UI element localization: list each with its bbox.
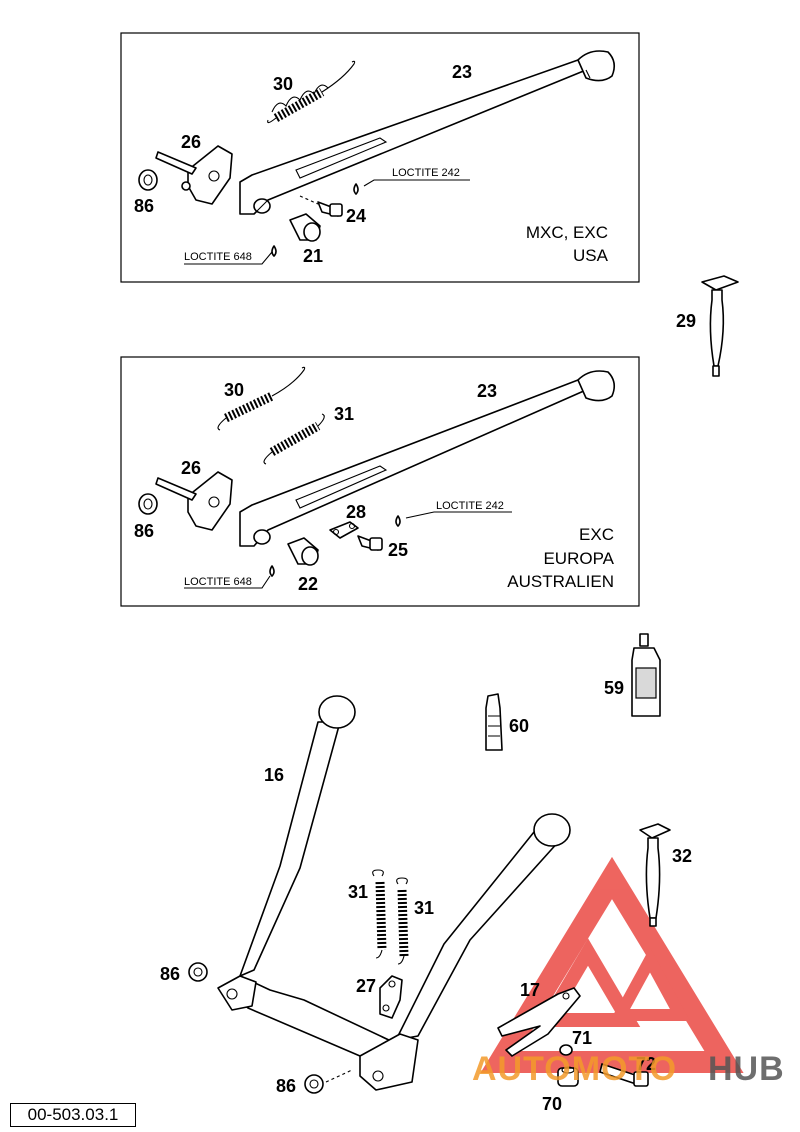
loctite-drop-upper-usa [353, 183, 359, 195]
bolt-72 [599, 1063, 649, 1087]
bracket-27 [379, 975, 403, 1019]
callout-86-stand-lower: 86 [276, 1076, 296, 1096]
spring-31-right-lower [396, 877, 409, 965]
callout-16: 16 [264, 765, 284, 785]
side-stand-23-usa [239, 50, 616, 215]
variant-line-2-usa: USA [573, 246, 609, 265]
callout-59: 59 [604, 678, 624, 698]
diagram-id-box: 00-503.03.1 [10, 1103, 136, 1127]
center-stand-16 [217, 695, 571, 1091]
watermark-logo [480, 856, 744, 1073]
loctite-label-lower-usa: LOCTITE 648 [184, 251, 252, 263]
watermark-part1: AUTOMOTO [472, 1050, 677, 1088]
loctite-label-upper-usa: LOCTITE 242 [392, 167, 460, 179]
bolt-25-europe [357, 535, 383, 551]
variant-line-1-europe: EXC [579, 525, 614, 544]
watermark-text: AUTOMOTO HUB [472, 1050, 785, 1088]
variant-line-1-usa: MXC, EXC [526, 223, 608, 242]
lever-17 [497, 987, 581, 1057]
loctite-label-lower-europe: LOCTITE 648 [184, 576, 252, 588]
callout-25-europe: 25 [388, 540, 408, 560]
callout-60: 60 [509, 716, 529, 736]
bush-21-usa [289, 213, 321, 242]
pivot-26-europe [155, 471, 233, 531]
loctite-drop-lower-europe [269, 565, 275, 577]
bush-70 [557, 1066, 579, 1087]
plate-28-europe [329, 521, 359, 539]
callout-23-europe: 23 [477, 381, 497, 401]
callout-31-left: 31 [348, 882, 368, 902]
pivot-26-usa [155, 145, 233, 205]
loctite-drop-lower-usa [271, 245, 277, 257]
spring-30-europe [217, 366, 306, 431]
callout-86-usa: 86 [134, 196, 154, 216]
loctite-leader-lower-europe [184, 575, 271, 589]
diagram-id: 00-503.03.1 [27, 1105, 119, 1124]
nut-86-europe [138, 493, 158, 515]
bolt-24-usa [299, 195, 343, 217]
callout-24-usa: 24 [346, 206, 366, 226]
tube-60 [485, 693, 503, 751]
spring-31-left-lower [372, 869, 387, 959]
variant-line-2-europe: EUROPA [543, 549, 614, 568]
nut-71 [559, 1044, 573, 1056]
callout-32: 32 [672, 846, 692, 866]
callout-31-europe: 31 [334, 404, 354, 424]
variant-line-3-europe: AUSTRALIEN [507, 572, 614, 591]
loctite-leader-upper-usa [363, 179, 470, 187]
nut-86-usa [138, 169, 158, 191]
nut-86-stand-upper [188, 962, 208, 982]
callout-72: 72 [636, 1054, 656, 1074]
callout-70: 70 [542, 1094, 562, 1114]
loctite-label-upper-europe: LOCTITE 242 [436, 500, 504, 512]
callout-27: 27 [356, 976, 376, 996]
tool-32 [639, 823, 671, 927]
loctite-leader-lower-usa [184, 251, 273, 265]
loctite-drop-upper-europe [395, 515, 401, 527]
callout-31-right: 31 [414, 898, 434, 918]
callout-29: 29 [676, 311, 696, 331]
callout-21-usa: 21 [303, 246, 323, 266]
side-stand-23-europe [239, 370, 616, 547]
callout-22-europe: 22 [298, 574, 318, 594]
callout-17: 17 [520, 980, 540, 1000]
loctite-leader-upper-europe [405, 511, 512, 519]
spring-31-europe [263, 413, 325, 465]
callout-26-usa: 26 [181, 132, 201, 152]
nut-86-stand-lower [304, 1069, 353, 1094]
bush-22-europe [287, 537, 319, 566]
bottle-59 [631, 633, 661, 717]
callout-30-usa: 30 [273, 74, 293, 94]
callout-86-europe: 86 [134, 521, 154, 541]
callout-86-stand-upper: 86 [160, 964, 180, 984]
callout-71: 71 [572, 1028, 592, 1048]
tool-29 [701, 275, 739, 377]
callout-30-europe: 30 [224, 380, 244, 400]
callout-26-europe: 26 [181, 458, 201, 478]
watermark-part2: HUB [708, 1050, 785, 1088]
callout-28-europe: 28 [346, 502, 366, 522]
spring-30-usa [267, 60, 356, 124]
callout-23-usa: 23 [452, 62, 472, 82]
